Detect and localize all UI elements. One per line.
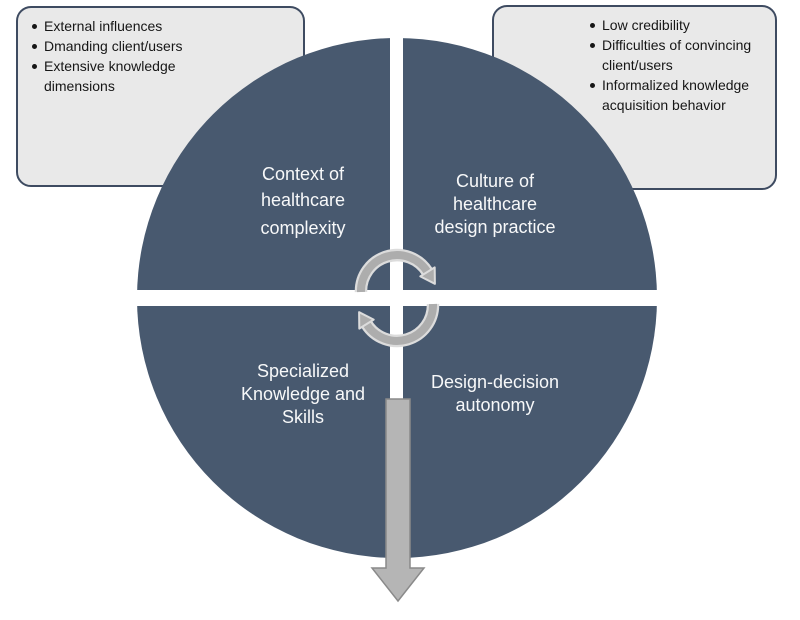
- cycle-arrow-top: [354, 248, 436, 293]
- quadrant-label-context: Context of healthcare complexity: [193, 161, 413, 241]
- label-line: Culture of: [455, 171, 535, 191]
- label-line: Context of: [261, 164, 345, 184]
- cycle-arrows-icon: [354, 248, 440, 348]
- list-item: Extensive knowledge dimensions: [30, 56, 200, 96]
- quadrant-label-culture: Culture of healthcare design practice: [385, 170, 605, 239]
- label-line: Specialized: [256, 361, 350, 381]
- label-line: Design-decision: [430, 372, 560, 392]
- down-arrow-icon: [370, 398, 426, 603]
- label-line: Skills: [281, 407, 324, 427]
- label-line: design practice: [434, 217, 556, 237]
- bullet-list-left: External influences Dmanding client/user…: [30, 16, 200, 96]
- list-item: Low credibility: [588, 15, 766, 35]
- bullet-list-right: Low credibility Difficulties of convinci…: [588, 15, 766, 115]
- quadrant-divider-horizontal: [137, 290, 657, 306]
- label-line: Knowledge and: [240, 384, 366, 404]
- quadrant-label-autonomy: Design-decision autonomy: [385, 371, 605, 417]
- label-line: healthcare: [260, 190, 346, 210]
- list-item: External influences: [30, 16, 200, 36]
- cycle-arrow-bottom: [358, 303, 440, 348]
- list-item: Difficulties of convincing client/users: [588, 35, 766, 75]
- label-line: complexity: [260, 218, 346, 238]
- label-line: healthcare: [452, 194, 538, 214]
- list-item: Informalized knowledge acquisition behav…: [588, 75, 766, 115]
- label-line: autonomy: [455, 395, 535, 415]
- list-item: Dmanding client/users: [30, 36, 200, 56]
- quadrant-label-skills: Specialized Knowledge and Skills: [193, 360, 413, 429]
